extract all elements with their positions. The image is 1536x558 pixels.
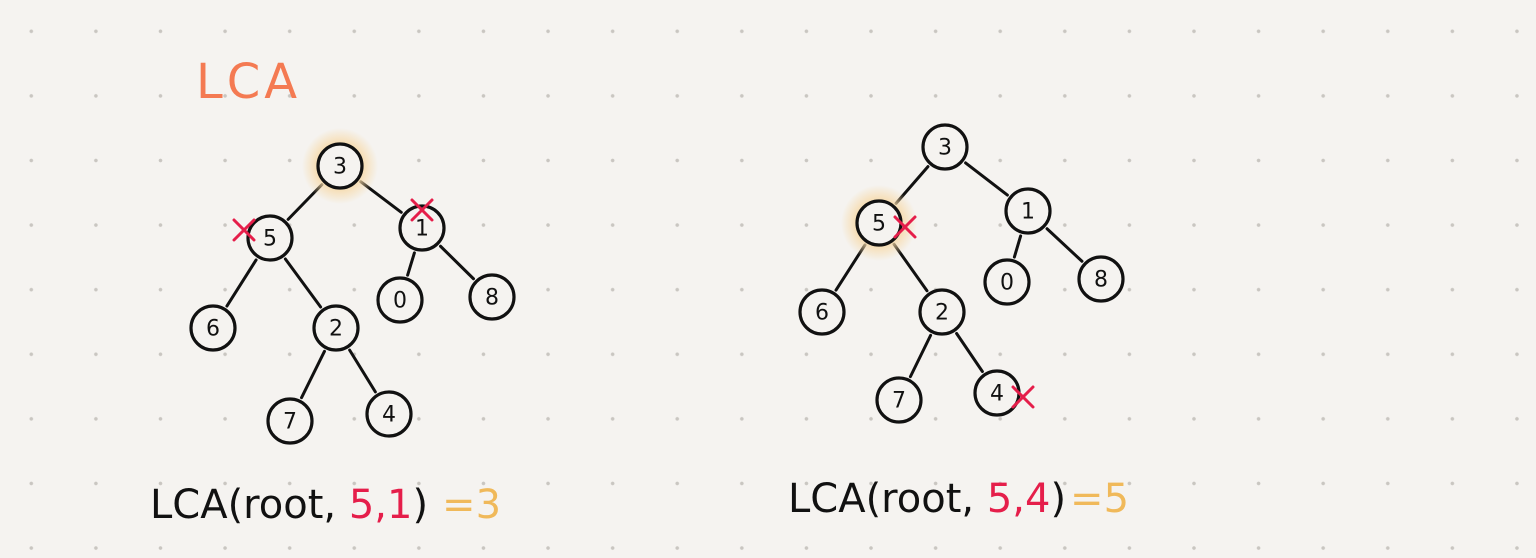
- formula-left-result: 3: [476, 482, 501, 528]
- edge-2-4: [955, 332, 984, 373]
- cross-mark-stroke-b: [893, 215, 917, 239]
- formula-right-equals: =: [1070, 476, 1104, 522]
- formula-right-prefix: LCA(root,: [788, 476, 987, 522]
- tree-node-4: 4: [973, 369, 1035, 417]
- edge-1-0: [1012, 234, 1023, 259]
- node-circle: [1004, 187, 1052, 235]
- node-label: 1: [1021, 200, 1035, 225]
- formula-left-comma: ,: [374, 482, 387, 528]
- node-label: 0: [393, 289, 407, 314]
- edge-2-7: [300, 349, 326, 400]
- edge-2-4: [348, 348, 377, 394]
- formula-right-close: ): [1050, 476, 1066, 522]
- node-label: 8: [485, 286, 499, 311]
- node-label: 2: [935, 301, 949, 326]
- node-label: 7: [283, 410, 297, 435]
- tree-node-1: 1: [1004, 187, 1052, 235]
- formula-right-comma: ,: [1012, 476, 1025, 522]
- node-circle: [798, 288, 846, 336]
- tree-node-5: 5: [841, 185, 917, 261]
- cross-mark-stroke-b: [410, 198, 434, 222]
- tree-node-7: 7: [266, 397, 314, 445]
- node-circle: [365, 390, 413, 438]
- node-circle: [246, 214, 294, 262]
- formula-right-q: 4: [1025, 476, 1050, 522]
- tree-node-6: 6: [798, 288, 846, 336]
- formula-right-result: 5: [1104, 476, 1129, 522]
- formula-left: LCA(root, 5,1) =3: [150, 482, 501, 528]
- tree-node-5: 5: [232, 214, 294, 262]
- node-circle: [1077, 255, 1125, 303]
- tree-node-3: 3: [302, 128, 378, 204]
- tree-node-6: 6: [189, 304, 237, 352]
- formula-left-equals: =: [442, 482, 476, 528]
- cross-mark-stroke-b: [232, 218, 256, 242]
- node-label: 8: [1094, 268, 1108, 293]
- node-label: 3: [333, 155, 347, 180]
- edge-3-1: [964, 161, 1009, 197]
- tree-left: 3 5 1 6 2 0 8 7 4: [189, 128, 516, 445]
- node-label: 6: [206, 317, 220, 342]
- node-label: 3: [938, 136, 952, 161]
- node-circle: [921, 123, 969, 171]
- tree-right: 3 5 1 6 2 0 8 7 4: [798, 123, 1125, 424]
- formula-right-p: 5: [987, 476, 1012, 522]
- node-circle: [398, 204, 446, 252]
- tree-node-8: 8: [1077, 255, 1125, 303]
- edge-2-7: [908, 333, 933, 379]
- node-circle: [316, 142, 364, 190]
- node-circle: [189, 304, 237, 352]
- node-circle: [266, 397, 314, 445]
- node-circle: [468, 273, 516, 321]
- node-circle: [983, 258, 1031, 306]
- formula-left-p: 5: [349, 482, 374, 528]
- diagram-title: LCA: [196, 54, 301, 110]
- node-label: 6: [815, 301, 829, 326]
- edge-1-8: [439, 244, 475, 281]
- node-label: 4: [382, 403, 396, 428]
- node-label: 4: [990, 382, 1004, 407]
- formula-left-prefix: LCA(root,: [150, 482, 349, 528]
- tree-node-8: 8: [468, 273, 516, 321]
- node-label: 5: [263, 227, 277, 252]
- edge-1-0: [406, 251, 416, 277]
- cross-mark-stroke-b: [1011, 385, 1035, 409]
- tree-node-2: 2: [918, 288, 966, 336]
- tree-node-7: 7: [875, 376, 923, 424]
- node-label: 7: [892, 389, 906, 414]
- node-label: 5: [872, 212, 886, 237]
- tree-node-0: 0: [983, 258, 1031, 306]
- edge-5-2: [283, 257, 323, 309]
- tree-node-0: 0: [376, 276, 424, 324]
- tree-node-4: 4: [365, 390, 413, 438]
- node-circle: [918, 288, 966, 336]
- node-label: 0: [1000, 271, 1014, 296]
- node-label: 2: [329, 317, 343, 342]
- node-circle: [312, 304, 360, 352]
- tree-node-3: 3: [921, 123, 969, 171]
- tree-node-1: 1: [398, 198, 446, 252]
- formula-left-close: ): [412, 482, 428, 528]
- edge-5-6: [225, 258, 258, 308]
- node-circle: [376, 276, 424, 324]
- node-label: 1: [415, 217, 429, 242]
- formula-left-q: 1: [387, 482, 412, 528]
- formula-right: LCA(root, 5,4)=5: [788, 476, 1129, 522]
- tree-node-2: 2: [312, 304, 360, 352]
- edge-1-8: [1045, 227, 1084, 263]
- node-circle: [875, 376, 923, 424]
